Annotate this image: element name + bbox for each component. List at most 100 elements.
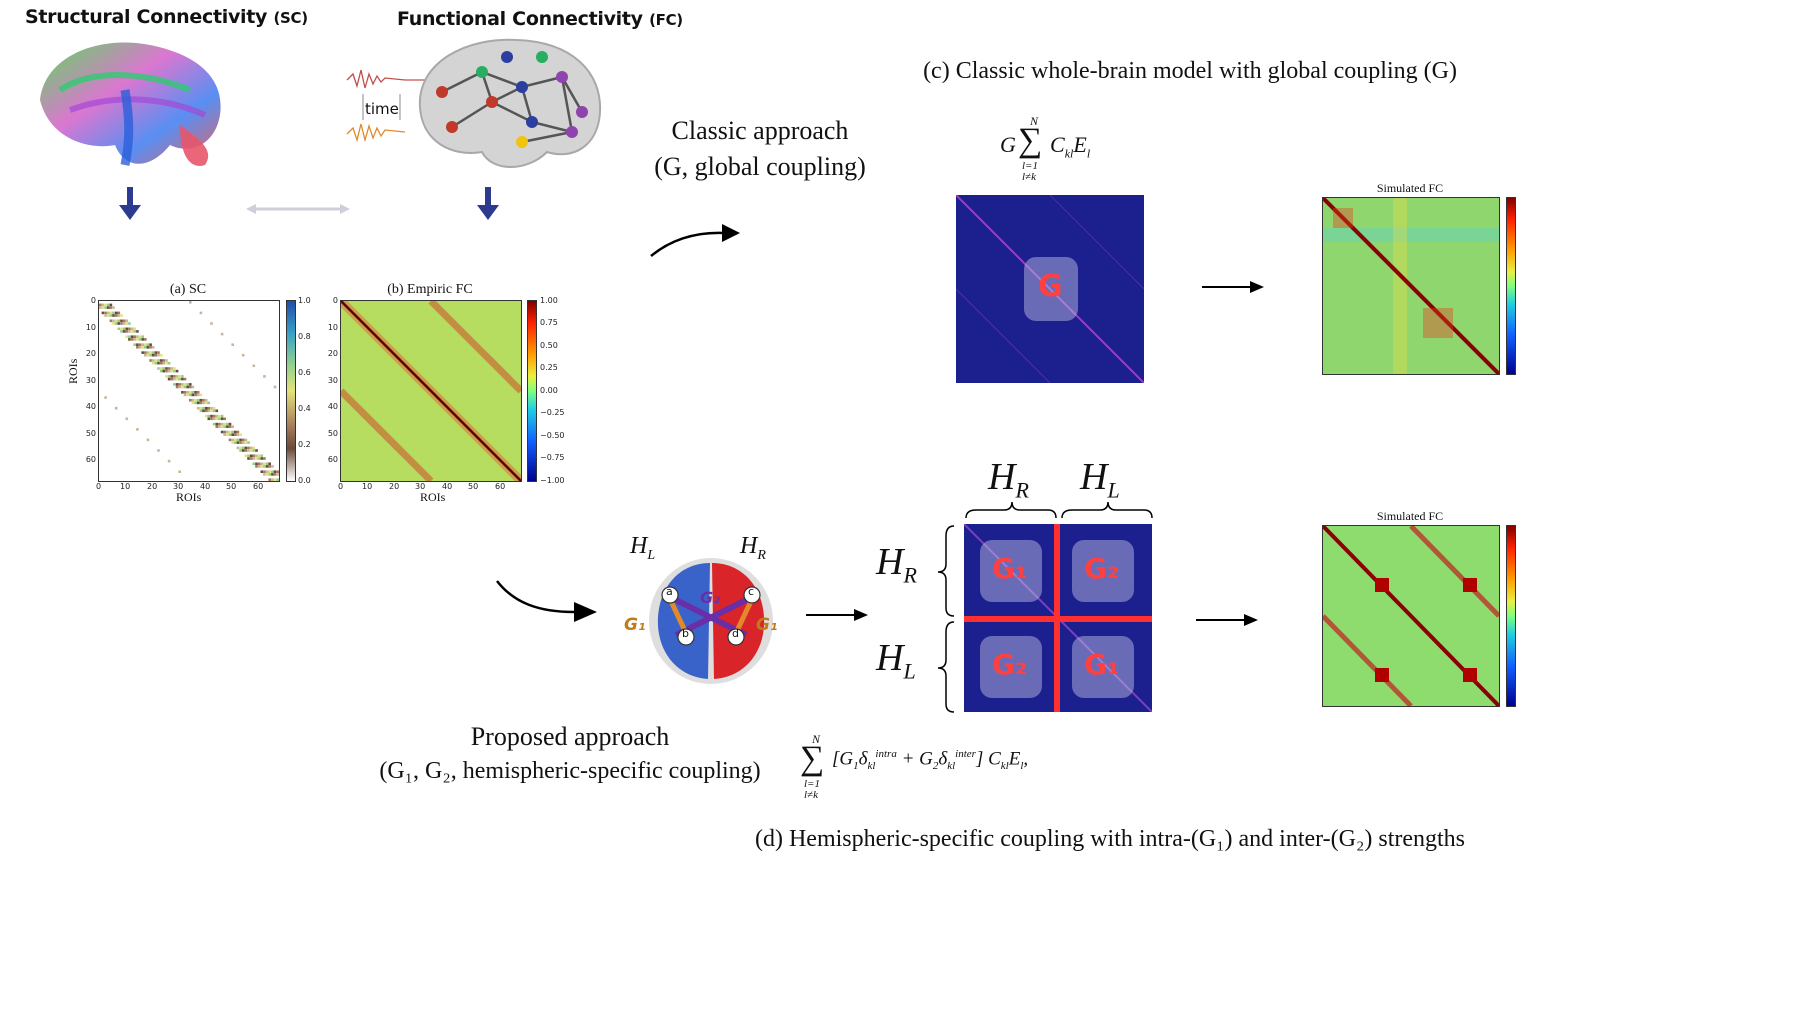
sc-cell (207, 409, 211, 413)
sc-cell (234, 441, 237, 444)
matrix-HL-top: HL (1080, 456, 1120, 503)
sc-cell (165, 361, 168, 365)
sc-y-tick: 50 (85, 429, 96, 438)
sc-cell (122, 322, 126, 325)
sc-cell (117, 311, 121, 315)
sc-cell (104, 314, 107, 317)
sc-cell (249, 457, 253, 460)
sc-cell (249, 454, 253, 458)
matrix-HL-top-text: H (1080, 456, 1108, 498)
proposed-sim-fc-matrix (1322, 525, 1500, 707)
sc-cell (173, 369, 176, 373)
sc-cell (130, 338, 134, 341)
classic-g-label: G (1038, 269, 1063, 304)
sc-cell (112, 322, 115, 325)
sc-cell (178, 385, 181, 389)
time-signals (346, 69, 425, 142)
sc-cell (236, 438, 240, 442)
classic-g-box (1024, 257, 1078, 321)
sc-cell (128, 335, 131, 338)
fc-cbar-tick: 0.00 (540, 386, 558, 395)
sc-cell (144, 346, 147, 349)
sc-cell (212, 406, 216, 410)
sc-cell (159, 359, 163, 362)
fc-x-label: ROIs (420, 490, 446, 504)
hemispheric-matrix-svg (964, 524, 1152, 712)
brain-G1-left: G₁ (624, 615, 646, 635)
sc-cell (207, 406, 211, 410)
sc-cell (263, 470, 266, 473)
p-formula-lower2: l≠k (804, 789, 818, 801)
sc-cell (236, 430, 240, 434)
sc-cell (204, 414, 208, 418)
sc-cell (239, 449, 242, 452)
sc-cell (117, 322, 121, 325)
sc-cell (215, 425, 219, 428)
sc-cell (170, 377, 174, 381)
sc-cell (223, 417, 226, 421)
brain-G2-label: G₂ (700, 588, 721, 607)
sc-cell (218, 417, 221, 421)
brain-HL-label: HL (630, 533, 656, 563)
sc-cell (215, 414, 219, 418)
sc-x-tick: 10 (120, 482, 131, 491)
sc-cell (220, 417, 224, 421)
p-formula-body: [G1δklintra + G2δklinter] CklEl, (832, 748, 1029, 773)
sc-cell (202, 398, 205, 402)
formula-upper: N (1030, 114, 1039, 128)
sc-cell (183, 385, 187, 389)
proposed-label: Proposed approach (G₁, G₂, hemispheric-s… (340, 722, 800, 785)
sc-cell (255, 454, 258, 458)
sc-cell (257, 457, 261, 460)
formula-lower1: l=1 (1022, 160, 1038, 172)
sc-cell (141, 351, 144, 354)
time-label: time (365, 100, 399, 118)
sc-cell (167, 377, 171, 381)
sc-cell (133, 335, 136, 338)
sc-cell (231, 433, 234, 436)
sc-cell (133, 330, 136, 333)
sc-cell (276, 470, 279, 473)
quadrant-g1-bottom (1072, 636, 1134, 698)
sc-cell (181, 377, 184, 381)
sc-cell (210, 322, 213, 325)
sc-x-label: ROIs (176, 490, 202, 504)
proposed-sim-colorbar (1506, 525, 1516, 707)
q1-label: G₁ (992, 552, 1028, 585)
sc-cell (265, 465, 269, 468)
sc-cell (167, 361, 171, 365)
sc-x-tick: 0 (96, 482, 102, 491)
sc-y-tick: 20 (85, 349, 96, 358)
sc-cell (196, 401, 200, 405)
sc-cell (218, 425, 221, 428)
sc-cell (210, 417, 213, 421)
sc-cell (255, 462, 258, 466)
sc-cell (157, 449, 160, 452)
sc-cell (154, 359, 158, 362)
sc-cell (165, 367, 168, 370)
sc-cbar-tick: 0.8 (298, 332, 311, 341)
sc-cell (196, 406, 200, 410)
sc-matrix (98, 300, 280, 482)
sc-cell (122, 319, 126, 323)
sc-cell (234, 430, 237, 434)
sc-cell (136, 428, 139, 431)
sc-cell (167, 375, 171, 378)
classic-right-arrow (1202, 281, 1264, 293)
sc-cell (191, 385, 195, 389)
sc-cell (122, 327, 126, 331)
sc-cell (260, 454, 264, 458)
sc-cell (210, 409, 213, 413)
sc-cell (138, 346, 142, 349)
sc-cell (241, 449, 245, 452)
sc-cell (106, 311, 110, 315)
sc-cell (231, 425, 234, 428)
sc-cell (186, 383, 189, 386)
sc-cell (101, 306, 105, 309)
sc-cell (223, 433, 226, 436)
sc-colorbar-ticks: 1.0 0.8 0.6 0.4 0.2 0.0 (298, 296, 328, 486)
sc-cell (273, 478, 277, 481)
sc-cell (196, 398, 200, 402)
sc-cell (114, 311, 118, 315)
sc-cell (189, 398, 192, 402)
